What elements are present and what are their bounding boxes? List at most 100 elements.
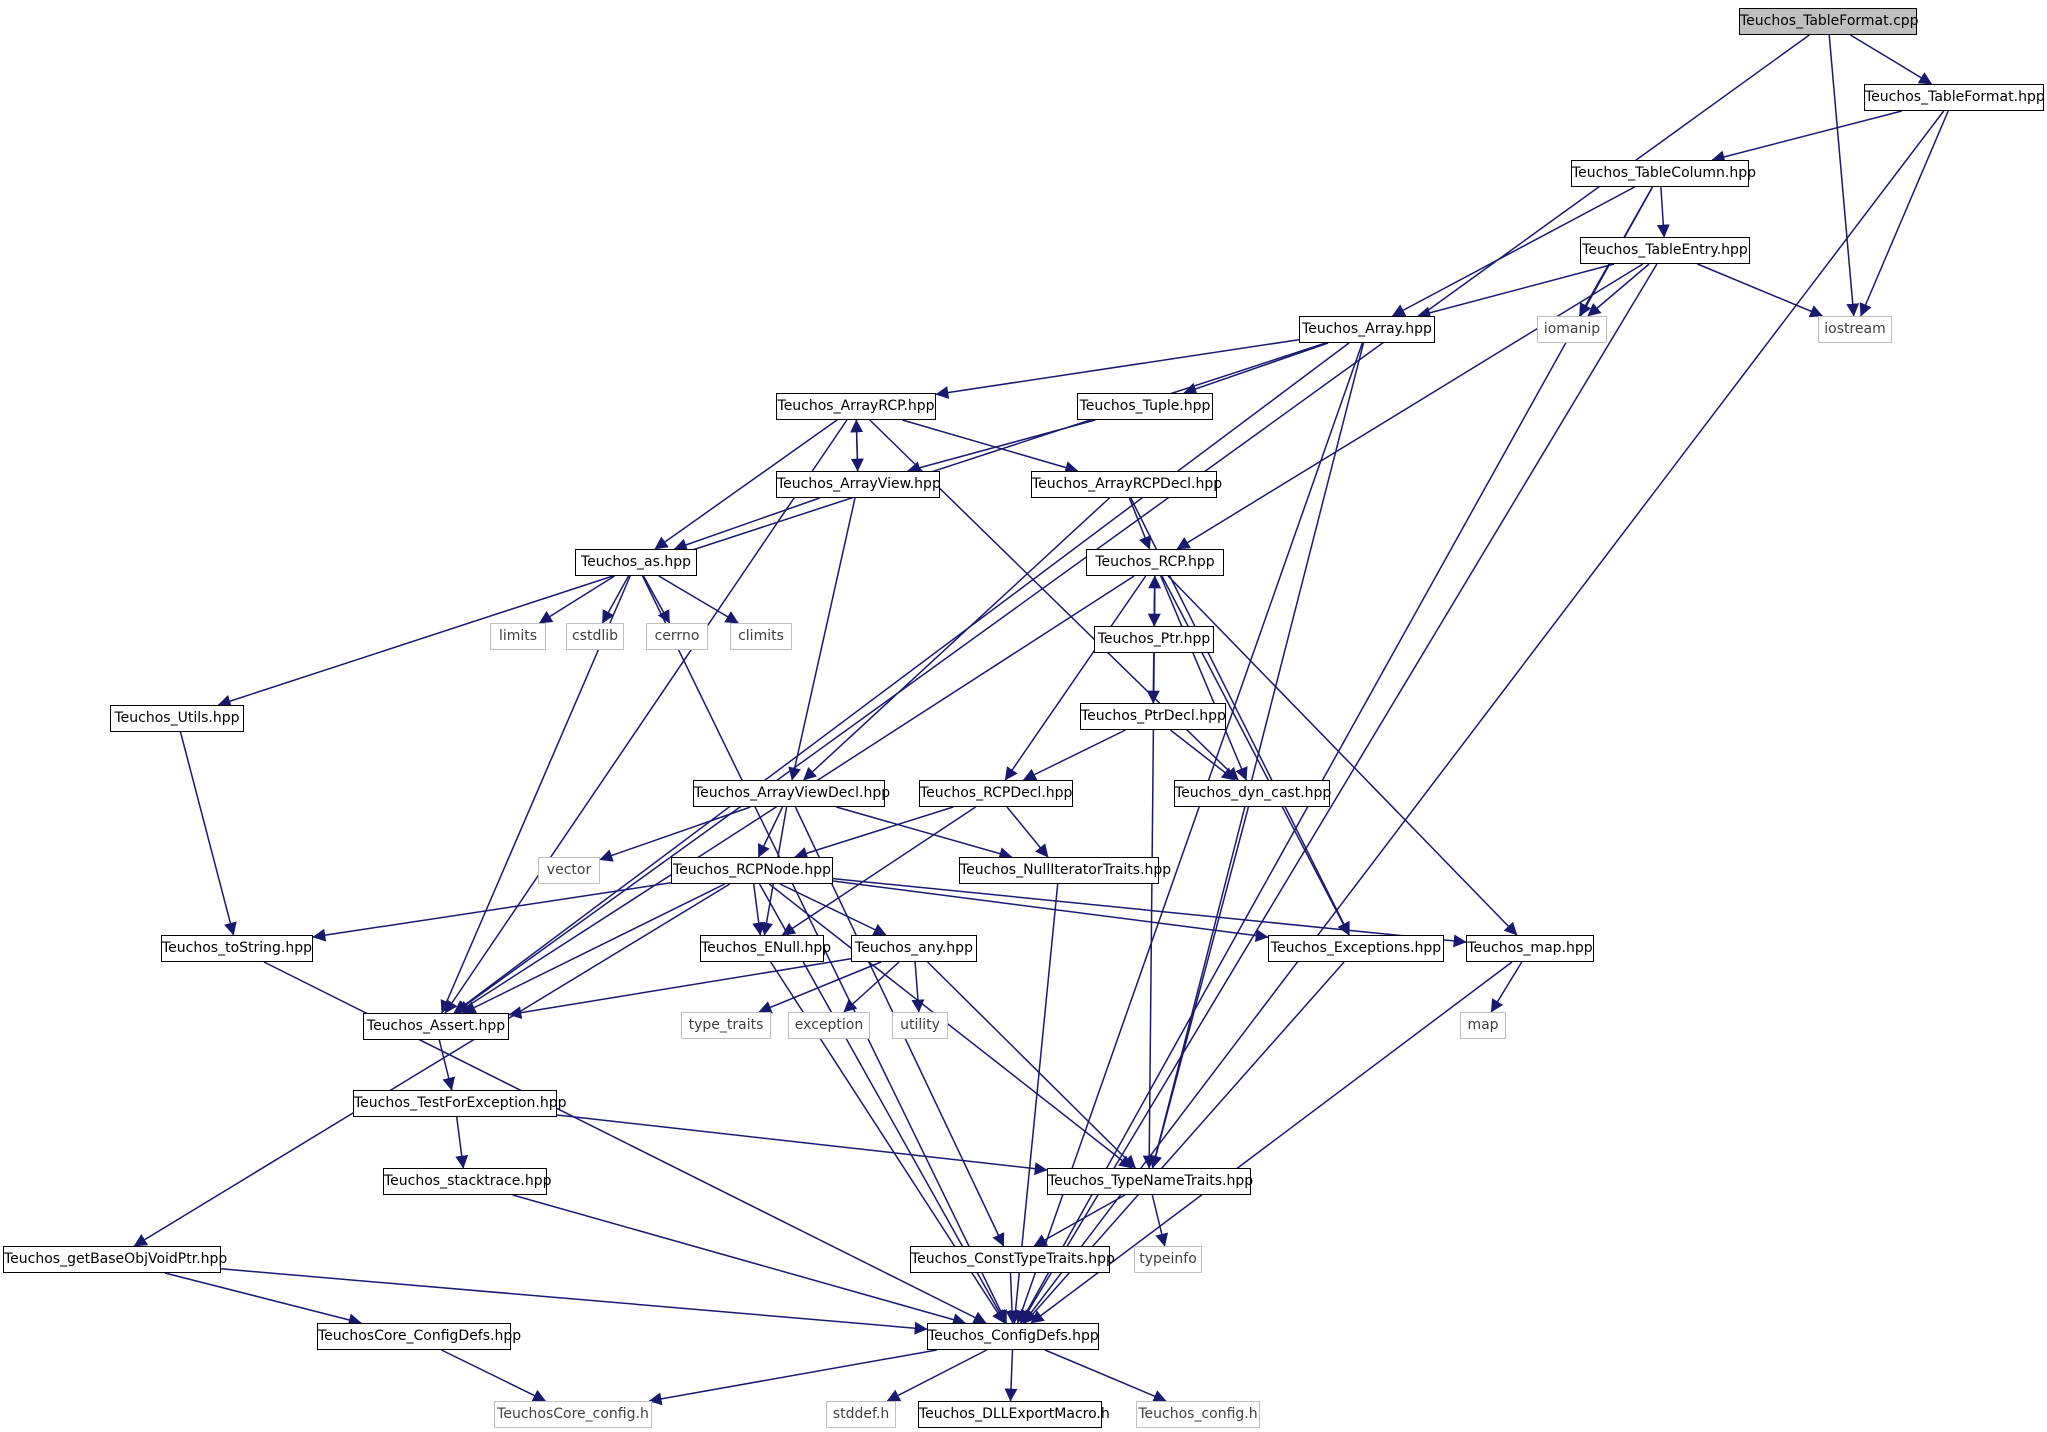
edge-tablecolumn-to-array — [1391, 186, 1635, 317]
edge-typenametraits-to-typeinfo — [1151, 1194, 1169, 1247]
edge-assert-to-testforexc — [438, 1039, 456, 1091]
edge-testforexc-to-typenametraits — [556, 1114, 1048, 1176]
node-ptr[interactable]: Teuchos_Ptr.hpp — [1094, 626, 1214, 653]
node-utility: utility — [892, 1012, 948, 1039]
node-vector: vector — [538, 857, 600, 884]
edge-arrayviewdecl-to-rcpnode — [757, 806, 784, 858]
edge-any-to-typenametraits — [927, 961, 1136, 1169]
node-stacktrace[interactable]: Teuchos_stacktrace.hpp — [383, 1168, 552, 1195]
edge-tableentry-to-iostream — [1697, 263, 1824, 318]
node-climits: climits — [730, 623, 792, 650]
edge-utils-to-tostring — [179, 731, 237, 936]
edge-root-to-tableformat-hpp — [1850, 34, 1933, 85]
edge-rcpnode-to-map-hpp — [832, 877, 1467, 948]
edge-any-to-exception — [843, 961, 900, 1013]
node-typeinfo: typeinfo — [1134, 1246, 1202, 1273]
node-map-hpp[interactable]: Teuchos_map.hpp — [1466, 935, 1594, 962]
edge-rcp-to-dyncast — [1160, 575, 1248, 781]
edge-root-to-assert — [454, 34, 1810, 1014]
edge-any-to-assert — [508, 958, 852, 1020]
edge-ptrdecl-to-dyncast — [1169, 729, 1236, 781]
edge-rcpnode-to-exceptions — [832, 880, 1269, 942]
node-dllexport[interactable]: Teuchos_DLLExportMacro.h — [918, 1401, 1110, 1428]
node-tablecolumn[interactable]: Teuchos_TableColumn.hpp — [1571, 160, 1756, 187]
node-coreconfig: TeuchosCore_config.h — [494, 1401, 652, 1428]
node-any[interactable]: Teuchos_any.hpp — [851, 935, 977, 962]
node-getbaseobj[interactable]: Teuchos_getBaseObjVoidPtr.hpp — [3, 1246, 227, 1273]
edge-array-to-tuple — [1183, 342, 1329, 396]
edge-tablecolumn-to-tableentry — [1656, 186, 1670, 238]
edge-configdefs-to-config — [1044, 1349, 1167, 1403]
node-arrayrcp[interactable]: Teuchos_ArrayRCP.hpp — [776, 393, 936, 420]
node-array[interactable]: Teuchos_Array.hpp — [1299, 316, 1435, 343]
node-root[interactable]: Teuchos_TableFormat.cpp — [1739, 8, 1919, 35]
edge-tableentry-to-array — [1417, 263, 1615, 320]
edge-testforexc-to-stacktrace — [455, 1116, 469, 1169]
edge-arrayviewdecl-to-vector — [599, 806, 751, 862]
edge-array-to-configdefs — [1015, 342, 1364, 1324]
node-tableentry[interactable]: Teuchos_TableEntry.hpp — [1580, 237, 1750, 264]
edge-as-to-limits — [538, 575, 615, 624]
node-assert[interactable]: Teuchos_Assert.hpp — [363, 1013, 509, 1040]
node-ptrdecl[interactable]: Teuchos_PtrDecl.hpp — [1080, 703, 1226, 730]
edge-rcpnode-to-any — [779, 883, 887, 936]
node-exceptions[interactable]: Teuchos_Exceptions.hpp — [1268, 935, 1444, 962]
edge-configdefs-to-stddef — [886, 1349, 988, 1402]
node-iomanip: iomanip — [1537, 316, 1607, 343]
edge-dyncast-to-typenametraits — [1149, 806, 1250, 1169]
edge-tableentry-to-rcp — [1176, 263, 1644, 550]
node-type-traits: type_traits — [681, 1012, 771, 1039]
edge-rcpdecl-to-enull — [781, 806, 977, 936]
node-configdefs[interactable]: Teuchos_ConfigDefs.hpp — [927, 1323, 1099, 1350]
edge-arrayview-to-arrayviewdecl — [788, 497, 856, 781]
edge-as-to-cerrno — [642, 575, 671, 624]
edge-map-hpp-to-configdefs — [1030, 961, 1513, 1324]
node-enull[interactable]: Teuchos_ENull.hpp — [700, 935, 831, 962]
edge-getbaseobj-to-coreconfigdefs — [164, 1272, 362, 1327]
edge-as-to-configdefs — [641, 575, 1008, 1324]
node-exception: exception — [788, 1012, 870, 1039]
edge-arrayrcpdecl-to-rcp — [1128, 497, 1152, 550]
edge-arrayview-to-arrayrcp — [850, 419, 864, 472]
edge-map-hpp-to-map — [1490, 961, 1523, 1013]
node-config: Teuchos_config.h — [1136, 1401, 1260, 1428]
edge-consttypetraits-to-configdefs — [1005, 1272, 1019, 1324]
edge-ptr-to-ptrdecl — [1146, 652, 1160, 704]
node-nulliter[interactable]: Teuchos_NullIteratorTraits.hpp — [959, 857, 1171, 884]
node-arrayviewdecl[interactable]: Teuchos_ArrayViewDecl.hpp — [693, 780, 890, 807]
node-cerrno: cerrno — [646, 623, 708, 650]
node-limits: limits — [490, 623, 546, 650]
edge-arrayviewdecl-to-nulliter — [836, 806, 1013, 860]
edge-configdefs-to-dllexport — [1004, 1349, 1018, 1402]
node-utils[interactable]: Teuchos_Utils.hpp — [110, 705, 244, 732]
edge-root-to-iostream — [1828, 34, 1860, 317]
node-tostring[interactable]: Teuchos_toString.hpp — [161, 935, 313, 962]
edge-tableformat-hpp-to-iostream — [1859, 110, 1949, 317]
node-rcpdecl[interactable]: Teuchos_RCPDecl.hpp — [919, 780, 1073, 807]
node-as[interactable]: Teuchos_as.hpp — [575, 549, 697, 576]
node-tableformat-hpp[interactable]: Teuchos_TableFormat.hpp — [1864, 84, 2045, 111]
edge-arrayrcp-to-arrayrcpdecl — [902, 419, 1079, 474]
edge-configdefs-to-coreconfig — [648, 1349, 937, 1406]
node-dyncast[interactable]: Teuchos_dyn_cast.hpp — [1174, 780, 1331, 807]
node-iostream: iostream — [1818, 316, 1892, 343]
edge-any-to-utility — [911, 961, 925, 1013]
node-arrayrcpdecl[interactable]: Teuchos_ArrayRCPDecl.hpp — [1031, 471, 1222, 498]
edge-as-to-cstdlib — [601, 575, 630, 624]
node-typenametraits[interactable]: Teuchos_TypeNameTraits.hpp — [1047, 1168, 1253, 1195]
node-coreconfigdefs[interactable]: TeuchosCore_ConfigDefs.hpp — [317, 1323, 521, 1350]
node-rcp[interactable]: Teuchos_RCP.hpp — [1086, 549, 1224, 576]
edge-typenametraits-to-consttypetraits — [1033, 1194, 1126, 1247]
edge-tableentry-to-configdefs — [1020, 263, 1658, 1324]
edge-rcpnode-to-enull — [752, 883, 766, 936]
node-arrayview[interactable]: Teuchos_ArrayView.hpp — [776, 471, 941, 498]
node-rcpnode[interactable]: Teuchos_RCPNode.hpp — [671, 857, 833, 884]
edge-ptrdecl-to-rcpdecl — [1022, 729, 1126, 781]
node-tuple[interactable]: Teuchos_Tuple.hpp — [1077, 393, 1213, 420]
node-testforexc[interactable]: Teuchos_TestForException.hpp — [353, 1090, 567, 1117]
edge-rcpnode-to-tostring — [312, 882, 672, 942]
edge-rcp-to-rcpdecl — [1004, 575, 1147, 781]
edge-rcp-to-map-hpp — [1167, 575, 1518, 936]
node-consttypetraits[interactable]: Teuchos_ConstTypeTraits.hpp — [910, 1246, 1115, 1273]
